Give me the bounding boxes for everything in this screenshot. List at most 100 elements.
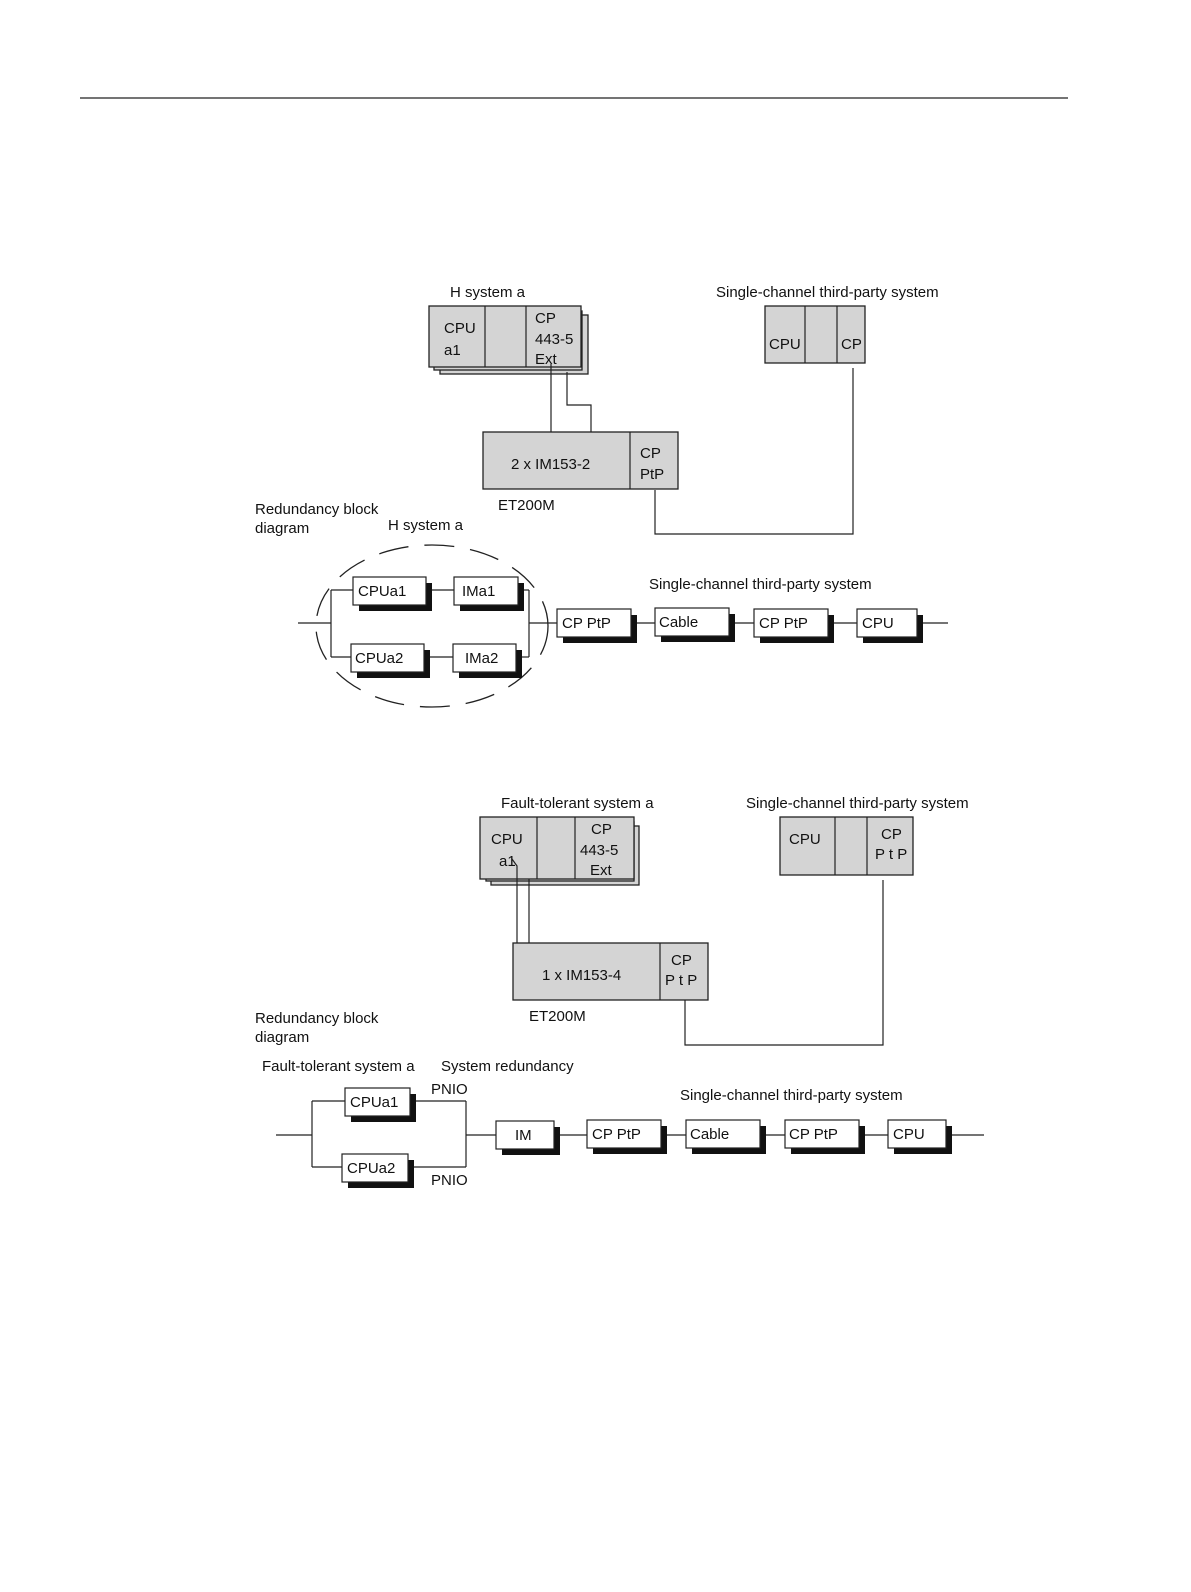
rbd-ft-system-label: Fault-tolerant system a (262, 1058, 415, 1075)
block-box (586, 1119, 662, 1149)
et200m-box (482, 431, 679, 490)
block-label: CP PtP (592, 1126, 641, 1143)
cp-443-text: Ext (535, 351, 558, 368)
cp-443-text: 443-5 (580, 842, 618, 859)
block-label: Cable (659, 614, 698, 631)
block-box (856, 608, 918, 638)
block-box (784, 1119, 860, 1149)
et200m-label: ET200M (529, 1008, 586, 1025)
block-cpua1: CPUa1 (352, 576, 432, 611)
rbd-label: diagram (255, 1029, 309, 1046)
block-label: CP PtP (789, 1126, 838, 1143)
block-box (753, 608, 829, 638)
cp-443-text: CP (535, 310, 556, 327)
diagram-1: H system a Single-channel third-party sy… (255, 284, 948, 708)
block-cable: Cable (654, 607, 735, 642)
rbd-h-system-label: H system a (388, 517, 464, 534)
block-cpu: CPU (856, 608, 923, 643)
block-label: CPU (862, 615, 894, 632)
block-im: IM (495, 1120, 560, 1155)
block-label: CPUa1 (350, 1094, 398, 1111)
block-label: CP PtP (562, 615, 611, 632)
link-line (566, 372, 592, 432)
rack-front (428, 305, 582, 368)
cpu-a1-text: a1 (499, 853, 516, 870)
cp-ptp-text: PtP (640, 466, 664, 483)
block-cpu: CPU (887, 1119, 952, 1154)
block-label: IMa1 (462, 583, 495, 600)
tp-cp-text: CP (841, 336, 862, 353)
h-system-rack: CPU a1 CP 443-5 Ext (428, 305, 589, 375)
third-party-rack: CPU CP (764, 305, 866, 364)
block-box (352, 576, 427, 606)
et200m-station: 2 x IM153-2 CP PtP (482, 431, 679, 490)
block-cpua2: CPUa2 (350, 643, 430, 678)
block-box (654, 607, 730, 637)
im-text: 2 x IM153-2 (511, 456, 590, 473)
block-label: CPUa2 (347, 1160, 395, 1177)
cp-443-text: 443-5 (535, 331, 573, 348)
cpu-a1-text: CPU (491, 831, 523, 848)
link-line (684, 880, 884, 1046)
block-box (495, 1120, 555, 1150)
block-label: CPU (893, 1126, 925, 1143)
cp-443-text: Ext (590, 862, 613, 879)
block-cp-ptp-2: CP PtP (784, 1119, 865, 1154)
rbd-third-party-label: Single-channel third-party system (649, 576, 872, 593)
et200m-station: 1 x IM153-4 CP P t P (512, 942, 709, 1001)
block-label: CPUa1 (358, 583, 406, 600)
diagram-2: Fault-tolerant system a Single-channel t… (255, 795, 984, 1189)
block-ima1: IMa1 (453, 576, 524, 611)
link-line (511, 858, 518, 943)
cp-ptp-text: P t P (665, 972, 697, 989)
cpu-a1-text: a1 (444, 342, 461, 359)
block-box (556, 608, 632, 638)
cp-ptp-text: CP (640, 445, 661, 462)
block-label: IMa2 (465, 650, 498, 667)
block-cp-ptp-2: CP PtP (753, 608, 834, 643)
block-cp-ptp-1: CP PtP (556, 608, 637, 643)
third-party-rack-box (779, 816, 914, 876)
rack-front (479, 816, 635, 880)
third-party-label: Single-channel third-party system (716, 284, 939, 301)
rbd-label: Redundancy block (255, 1010, 379, 1027)
block-label: IM (515, 1127, 532, 1144)
im-text: 1 x IM153-4 (542, 967, 621, 984)
tp-cpu-text: CPU (789, 831, 821, 848)
block-box (341, 1153, 409, 1183)
block-box (344, 1087, 411, 1117)
cp-443-text: CP (591, 821, 612, 838)
block-box (453, 576, 519, 606)
et200m-box (512, 942, 709, 1001)
block-cp-ptp-1: CP PtP (586, 1119, 667, 1154)
block-box (350, 643, 425, 673)
block-cpua1: CPUa1 (344, 1087, 416, 1122)
block-label: Cable (690, 1126, 729, 1143)
block-cpua2: CPUa2 (341, 1153, 414, 1188)
ft-system-label: Fault-tolerant system a (501, 795, 654, 812)
pnio-label-bottom: PNIO (431, 1172, 468, 1189)
tp-cp-text: P t P (875, 846, 907, 863)
redundancy-ellipse (315, 544, 549, 708)
block-label: CP PtP (759, 615, 808, 632)
rbd-label: Redundancy block (255, 501, 379, 518)
block-box (452, 643, 517, 673)
rbd-third-party-label: Single-channel third-party system (680, 1087, 903, 1104)
block-ima2: IMa2 (452, 643, 522, 678)
link-line (654, 368, 854, 535)
cp-ptp-text: CP (671, 952, 692, 969)
tp-cpu-text: CPU (769, 336, 801, 353)
rbd-label: diagram (255, 520, 309, 537)
block-box (887, 1119, 947, 1149)
block-box (685, 1119, 761, 1149)
tp-cp-text: CP (881, 826, 902, 843)
h-system-label: H system a (450, 284, 526, 301)
third-party-rack: CPU CP P t P (779, 816, 914, 876)
system-redundancy-label: System redundancy (441, 1058, 574, 1075)
cpu-a1-text: CPU (444, 320, 476, 337)
et200m-label: ET200M (498, 497, 555, 514)
third-party-rack-box (764, 305, 866, 364)
third-party-label: Single-channel third-party system (746, 795, 969, 812)
